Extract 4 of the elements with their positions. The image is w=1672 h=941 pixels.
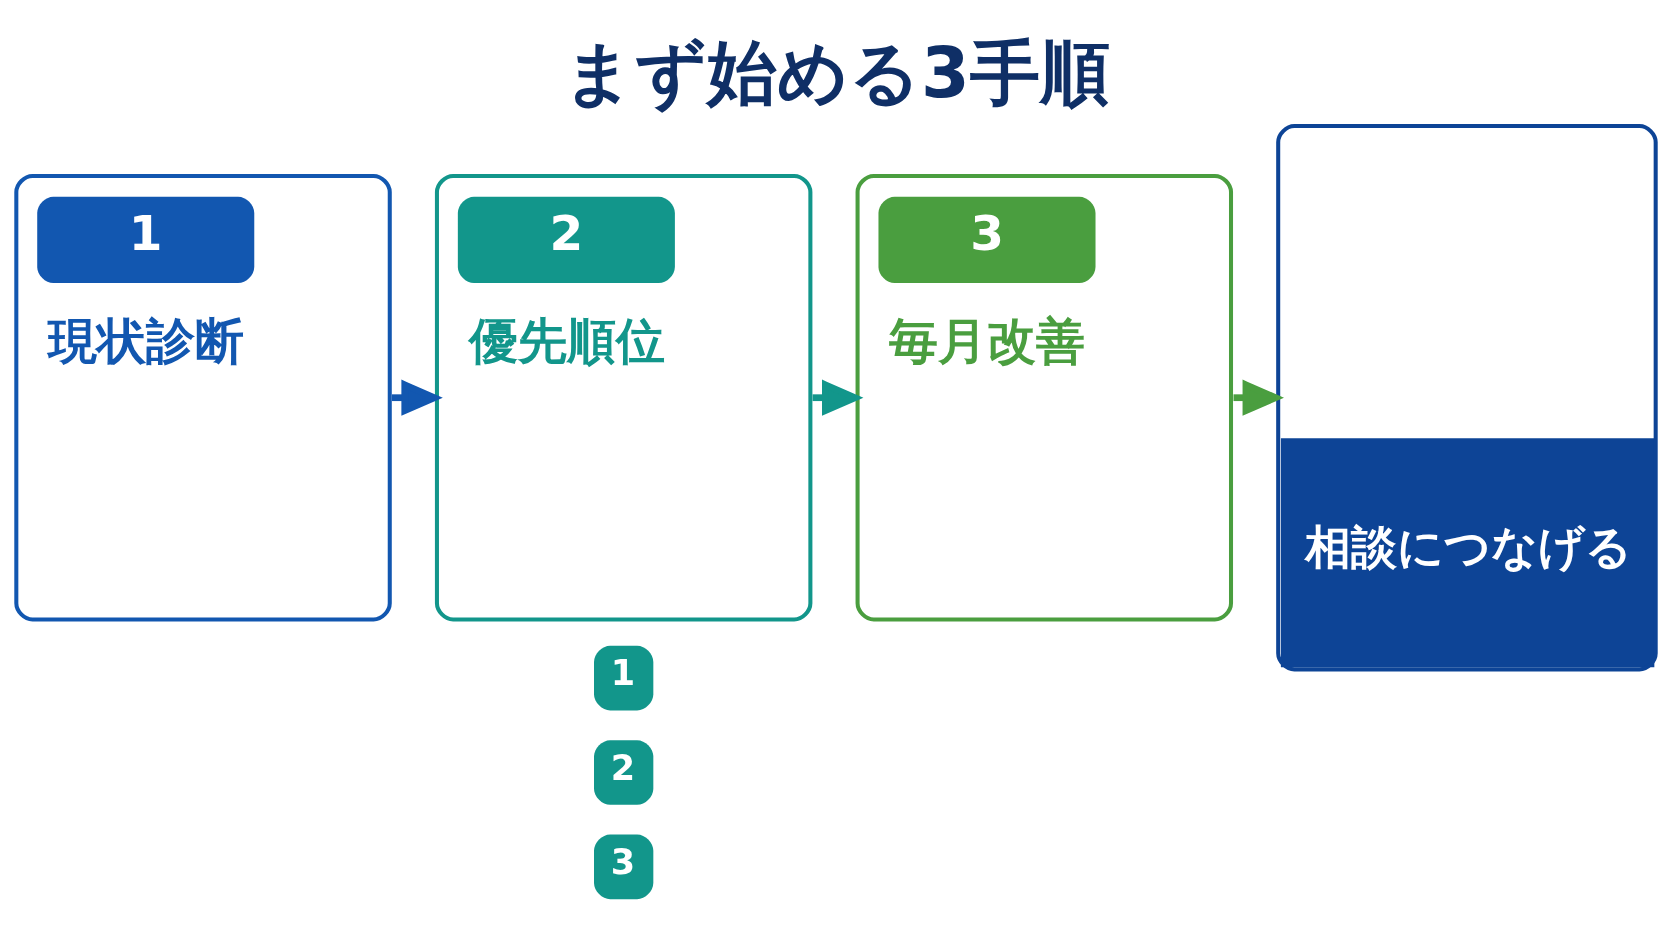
label: 3 [610, 841, 636, 882]
label: 1 [610, 652, 636, 694]
diagram-title: まず始める3手順 [563, 31, 1110, 114]
label: 2 [610, 746, 636, 788]
